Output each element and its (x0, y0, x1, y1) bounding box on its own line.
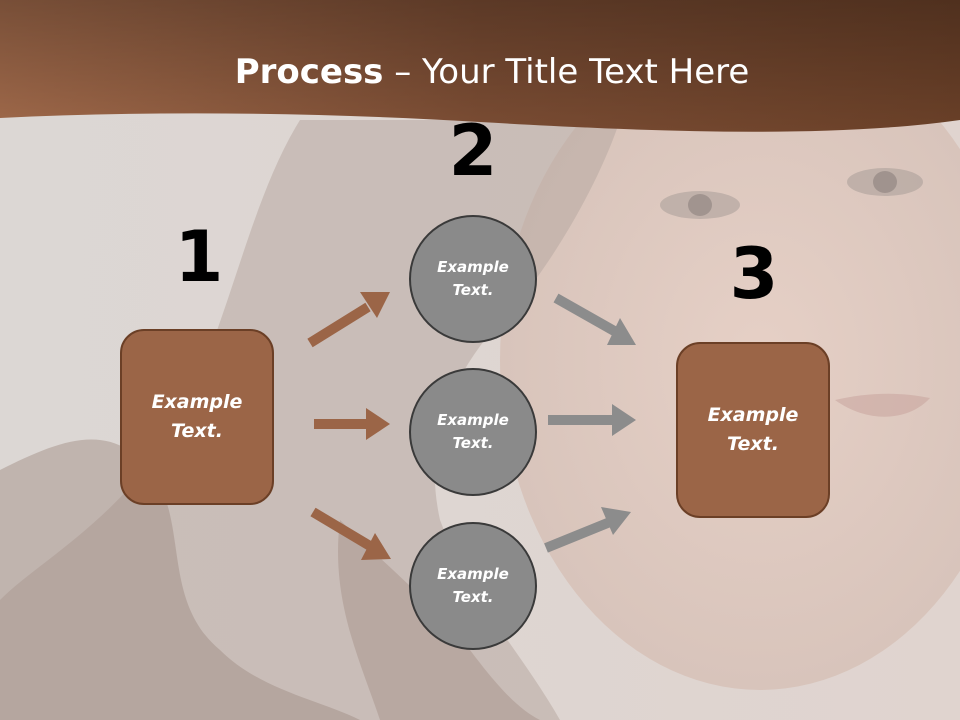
arrow-icon-box1-to-circle-middle (314, 408, 390, 440)
arrow-icon-circle-top-to-box3 (553, 293, 636, 345)
step-1-label: Example Text. (151, 391, 243, 442)
step-2-circle-bottom: Example Text. (409, 522, 537, 650)
slide-title: Process – Your Title Text Here (0, 52, 960, 92)
arrow-icon-box1-to-circle-top (307, 292, 390, 348)
step-number-3: 3 (729, 233, 779, 315)
step-2-circle-middle: Example Text. (409, 368, 537, 496)
arrow-icon-circle-bottom-to-box3 (544, 507, 631, 553)
circle-bottom-label: Example Text. (437, 565, 509, 606)
step-number-1: 1 (174, 216, 224, 298)
title-bold: Process (234, 52, 384, 92)
step-3-label: Example Text. (707, 404, 799, 455)
step-2-circle-top: Example Text. (409, 215, 537, 343)
circle-top-label: Example Text. (437, 258, 509, 299)
step-1-box: Example Text. (120, 329, 274, 505)
arrow-icon-circle-middle-to-box3 (548, 404, 636, 436)
circle-middle-label: Example Text. (437, 411, 509, 452)
title-rest: – Your Title Text Here (383, 52, 750, 92)
arrow-icon-box1-to-circle-bottom (310, 507, 391, 560)
step-number-2: 2 (448, 110, 498, 192)
step-3-box: Example Text. (676, 342, 830, 518)
